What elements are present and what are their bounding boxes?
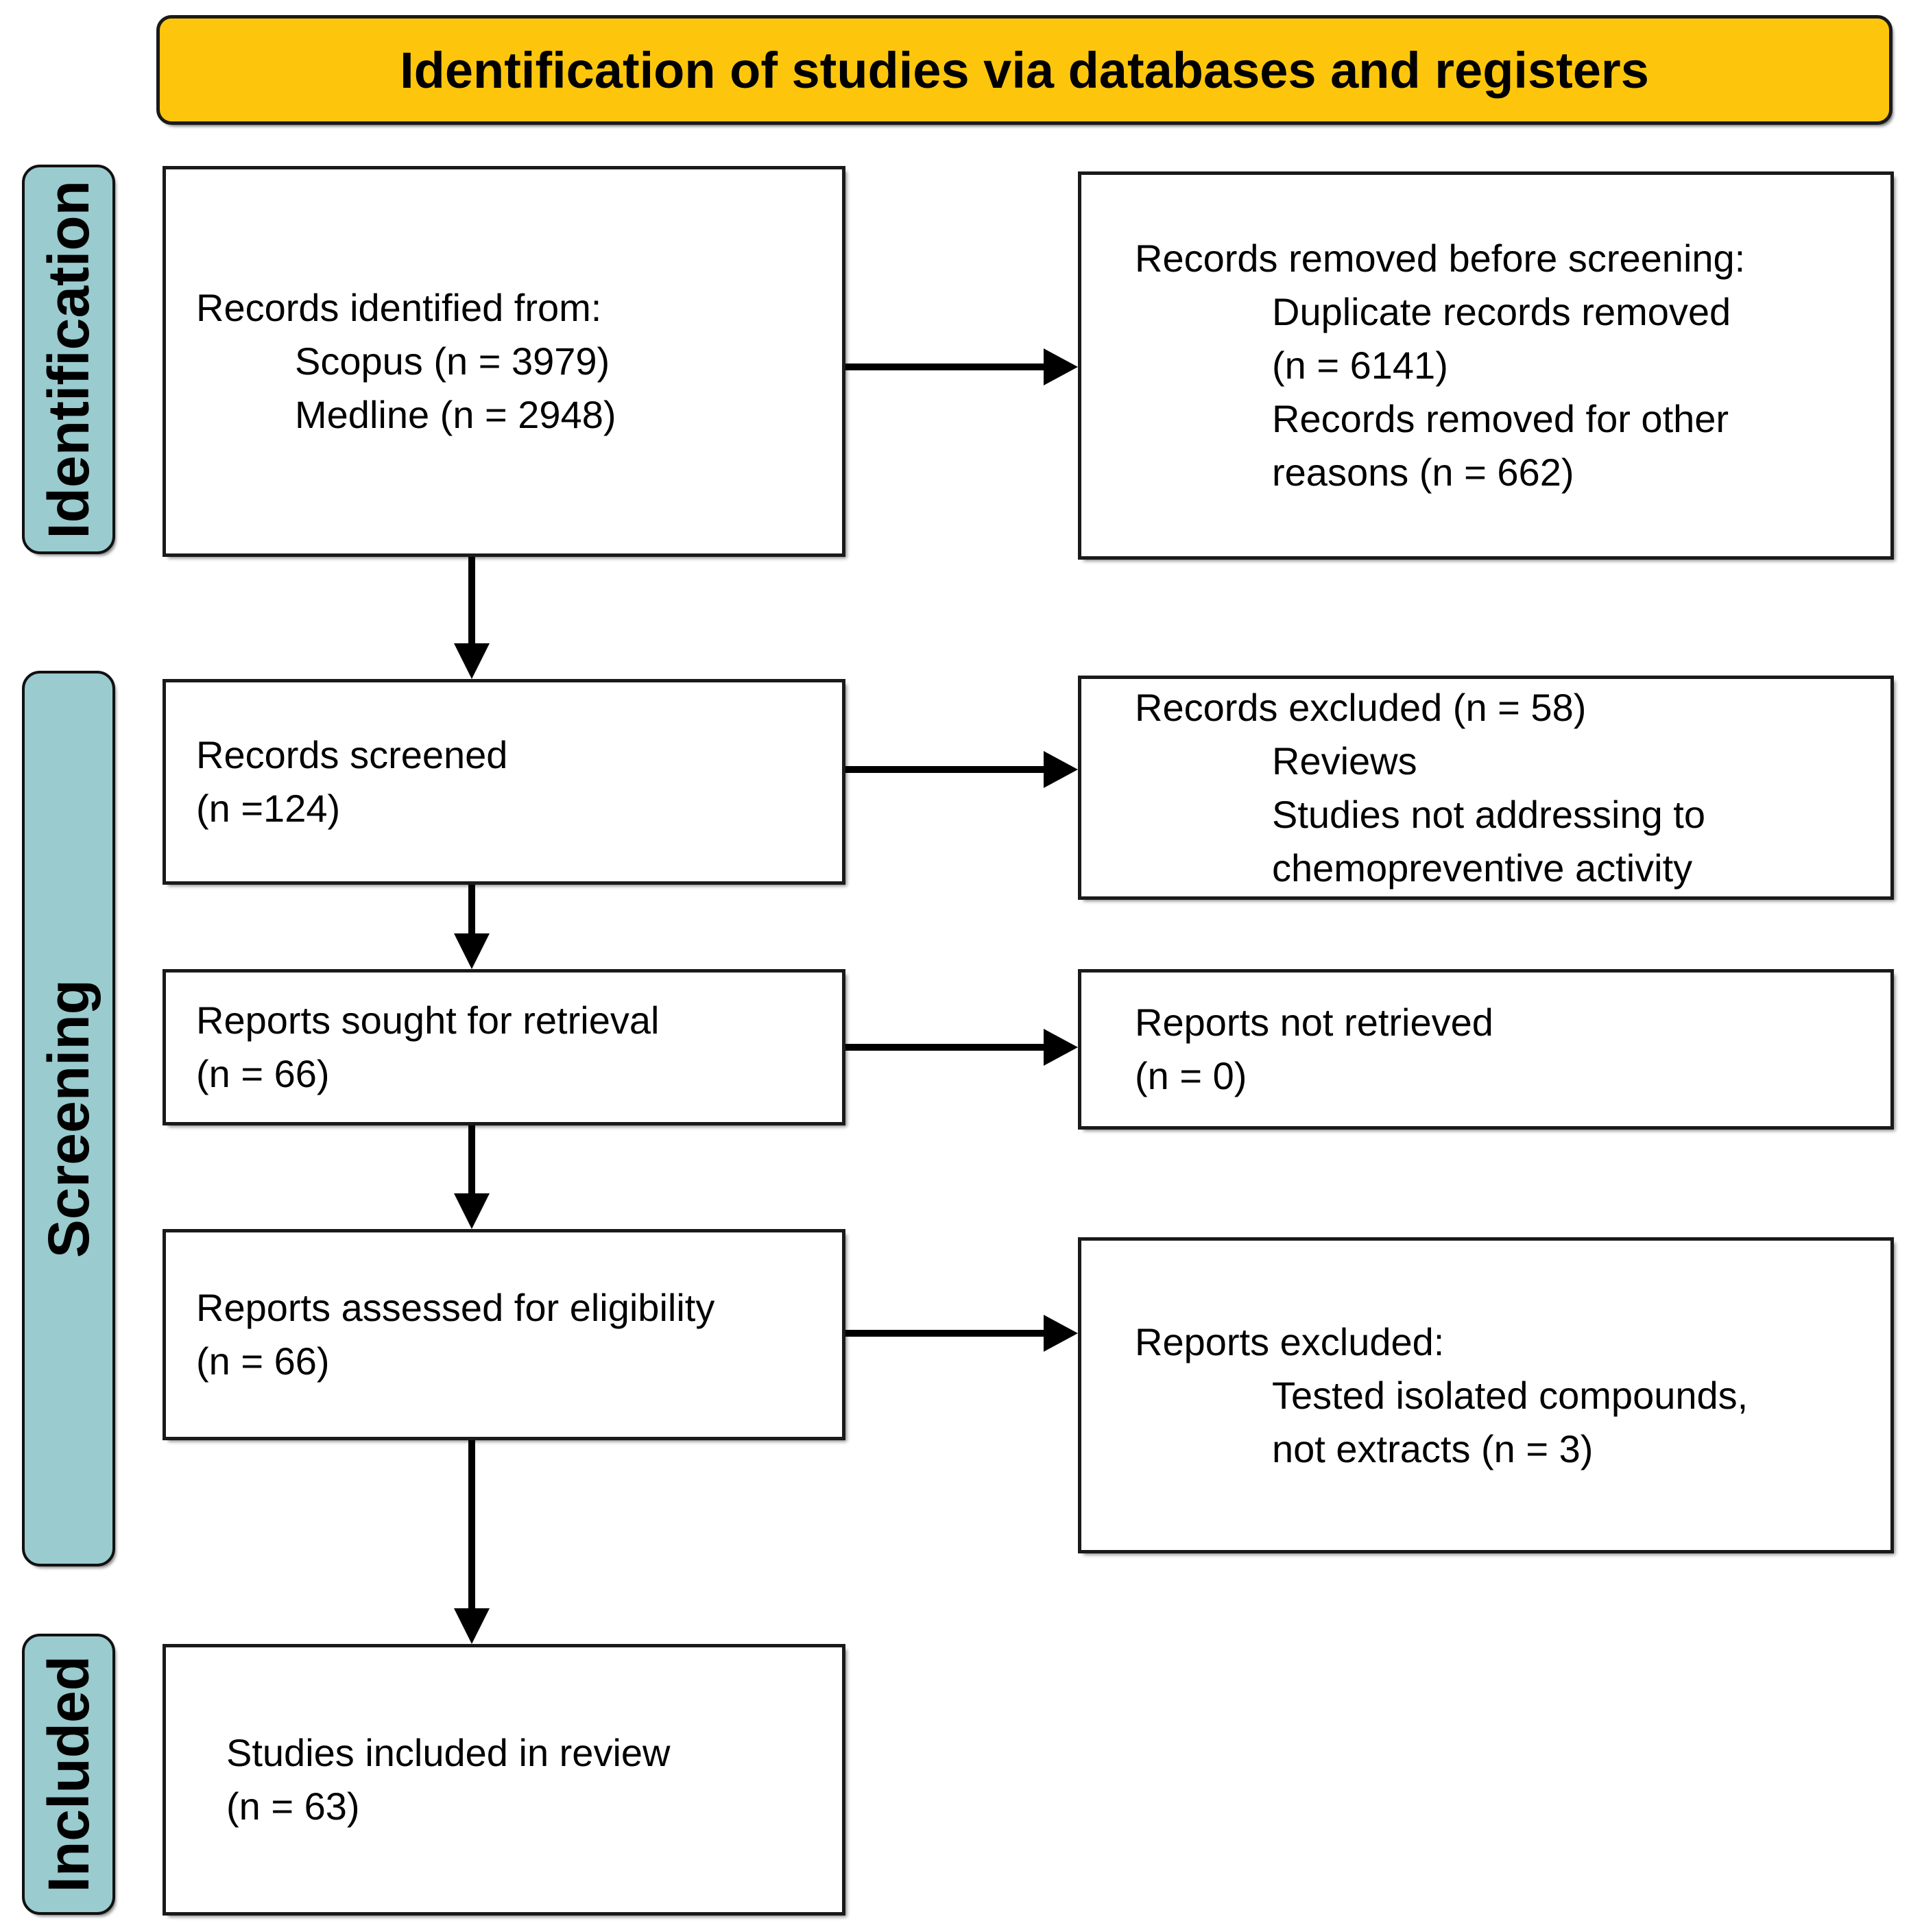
box-text-line: Duplicate records removed <box>1272 290 1731 333</box>
box-text-line: (n = 6141) <box>1272 344 1448 387</box>
box-records-screened: Records screened (n =124) <box>163 679 845 885</box>
box-reports-sought: Reports sought for retrieval (n = 66) <box>163 969 845 1125</box>
arrow-shaft <box>845 1044 1045 1051</box>
box-text-line: Medline (n = 2948) <box>295 393 616 436</box>
box-text-line: Reports sought for retrieval <box>196 999 660 1042</box>
box-text-line: Records screened <box>196 733 508 776</box>
box-text-line: Records removed before screening: <box>1135 237 1746 280</box>
box-text-line: Studies included in review <box>226 1731 671 1774</box>
arrow-shaft <box>468 557 475 645</box>
box-records-removed-before-screening: Records removed before screening: Duplica… <box>1078 171 1894 560</box>
box-reports-not-retrieved: Reports not retrieved (n = 0) <box>1078 969 1894 1130</box>
box-text-line: Reports not retrieved <box>1135 1001 1493 1044</box>
box-text-line: Reports assessed for eligibility <box>196 1286 715 1329</box>
box-text-line: Tested isolated compounds, <box>1272 1373 1749 1417</box>
arrow-shaft <box>468 1440 475 1610</box>
box-text-line: (n =124) <box>196 787 341 830</box>
stage-label-screening: Screening <box>22 671 115 1566</box>
box-text-line: Scopus (n = 3979) <box>295 339 610 383</box>
box-reports-assessed: Reports assessed for eligibility (n = 66) <box>163 1229 845 1440</box>
arrow-head-right-icon <box>1044 751 1078 788</box>
arrow-shaft <box>845 766 1045 773</box>
arrow-head-down-icon <box>454 643 490 679</box>
box-text-line: (n = 66) <box>196 1052 330 1095</box>
box-text-line: Records excluded (n = 58) <box>1135 685 1587 729</box>
arrow-shaft <box>468 1125 475 1195</box>
box-text-line: reasons (n = 662) <box>1272 451 1574 494</box>
arrow-head-down-icon <box>454 1193 490 1229</box>
stage-label-identification-text: Identification <box>36 180 101 539</box>
diagram-title: Identification of studies via databases … <box>400 41 1649 99</box>
box-text-line: (n = 66) <box>196 1339 330 1383</box>
box-text-line: Records identified from: <box>196 286 602 329</box>
arrow-head-right-icon <box>1044 1029 1078 1066</box>
arrow-shaft <box>845 363 1045 370</box>
box-reports-excluded: Reports excluded: Tested isolated compoun… <box>1078 1237 1894 1553</box>
arrow-head-down-icon <box>454 1608 490 1644</box>
box-text-line: chemopreventive activity <box>1272 846 1693 890</box>
arrow-head-right-icon <box>1044 1315 1078 1352</box>
box-studies-included: Studies included in review (n = 63) <box>163 1644 845 1916</box>
box-text-line: (n = 63) <box>226 1785 360 1828</box>
arrow-shaft <box>468 885 475 935</box>
stage-label-identification: Identification <box>22 165 115 554</box>
stage-label-screening-text: Screening <box>36 979 101 1259</box>
title-banner: Identification of studies via databases … <box>156 15 1893 125</box>
arrow-head-right-icon <box>1044 348 1078 385</box>
arrow-head-down-icon <box>454 933 490 969</box>
stage-label-included: Included <box>22 1634 115 1915</box>
arrow-shaft <box>845 1330 1045 1337</box>
box-text-line: Reviews <box>1272 739 1417 783</box>
box-text-line: (n = 0) <box>1135 1054 1247 1097</box>
box-text-line: Reports excluded: <box>1135 1320 1445 1363</box>
box-text-line: not extracts (n = 3) <box>1272 1427 1594 1470</box>
stage-label-included-text: Included <box>36 1656 101 1893</box>
box-text-line: Studies not addressing to <box>1272 792 1705 836</box>
box-records-identified: Records identified from: Scopus (n = 3979… <box>163 166 845 557</box>
box-text-line: Records removed for other <box>1272 397 1729 440</box>
